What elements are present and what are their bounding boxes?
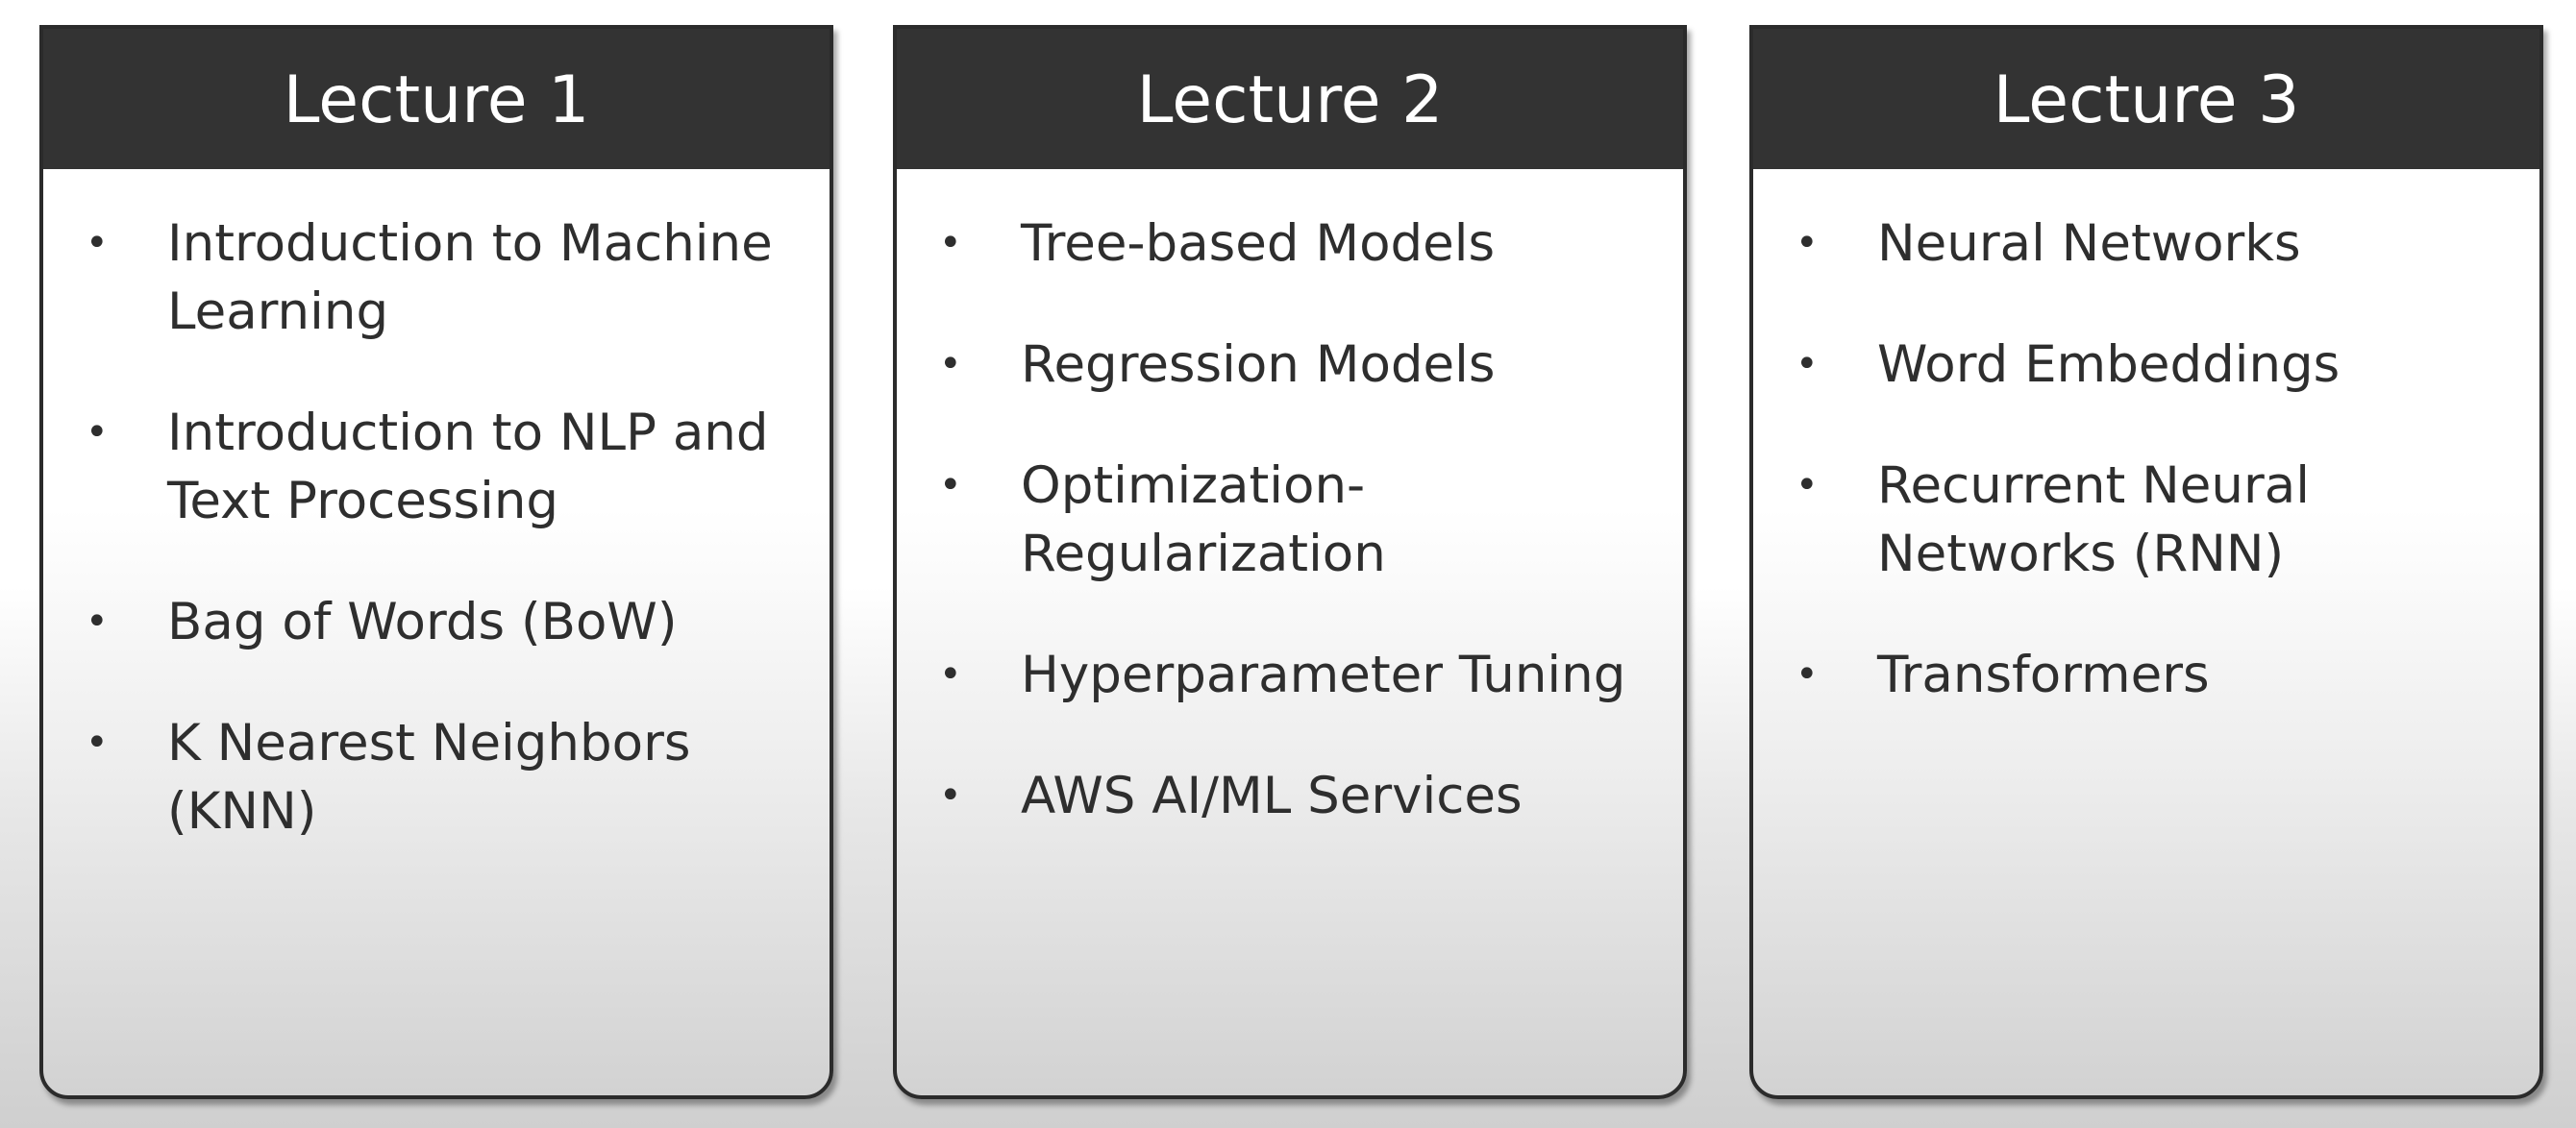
list-item: • Recurrent Neural Networks (RNN)	[1796, 452, 2520, 588]
bullet-dot-icon: •	[1796, 221, 1819, 265]
list-item: • Hyperparameter Tuning	[939, 641, 1664, 709]
list-item: • Regression Models	[939, 331, 1664, 399]
list-item: • Word Embeddings	[1796, 331, 2520, 399]
list-item: • Bag of Words (BoW)	[86, 588, 810, 656]
lecture-title: Lecture 3	[1753, 29, 2539, 169]
topic-text: Neural Networks	[1877, 214, 2301, 273]
bullet-dot-icon: •	[939, 773, 962, 818]
topic-list: • Tree-based Models • Regression Models …	[897, 169, 1683, 830]
topic-text: Transformers	[1877, 646, 2210, 704]
topic-text: K Nearest Neighbors (KNN)	[167, 714, 691, 841]
topic-text: Recurrent Neural Networks (RNN)	[1877, 456, 2310, 583]
topic-text: AWS AI/ML Services	[1021, 767, 1523, 825]
list-item: • Transformers	[1796, 641, 2520, 709]
bullet-dot-icon: •	[86, 721, 109, 765]
bullet-dot-icon: •	[1796, 342, 1819, 386]
bullet-dot-icon: •	[1796, 463, 1819, 507]
list-item: • K Nearest Neighbors (KNN)	[86, 709, 810, 846]
topic-text: Word Embeddings	[1877, 335, 2341, 394]
list-item: • Introduction to Machine Learning	[86, 209, 810, 346]
lecture-card-1: Lecture 1 • Introduction to Machine Lear…	[39, 25, 833, 1099]
list-item: • AWS AI/ML Services	[939, 762, 1664, 830]
bullet-dot-icon: •	[1796, 652, 1819, 697]
list-item: • Neural Networks	[1796, 209, 2520, 278]
topic-list: • Introduction to Machine Learning • Int…	[43, 169, 830, 846]
topic-text: Regression Models	[1021, 335, 1496, 394]
list-item: • Optimization-Regularization	[939, 452, 1664, 588]
list-item: • Tree-based Models	[939, 209, 1664, 278]
lecture-title: Lecture 1	[43, 29, 830, 169]
lecture-title: Lecture 2	[897, 29, 1683, 169]
topic-text: Bag of Words (BoW)	[167, 593, 678, 651]
bullet-dot-icon: •	[939, 221, 962, 265]
topic-text: Introduction to Machine Learning	[167, 214, 773, 341]
bullet-dot-icon: •	[939, 463, 962, 507]
list-item: • Introduction to NLP and Text Processin…	[86, 399, 810, 535]
bullet-dot-icon: •	[939, 652, 962, 697]
bullet-dot-icon: •	[86, 221, 109, 265]
lecture-card-3: Lecture 3 • Neural Networks • Word Embed…	[1749, 25, 2543, 1099]
topic-text: Tree-based Models	[1021, 214, 1496, 273]
topic-text: Hyperparameter Tuning	[1021, 646, 1626, 704]
lecture-card-2: Lecture 2 • Tree-based Models • Regressi…	[893, 25, 1687, 1099]
bullet-dot-icon: •	[86, 410, 109, 454]
topic-text: Introduction to NLP and Text Processing	[167, 404, 769, 530]
topic-list: • Neural Networks • Word Embeddings • Re…	[1753, 169, 2539, 709]
bullet-dot-icon: •	[939, 342, 962, 386]
topic-text: Optimization-Regularization	[1021, 456, 1386, 583]
bullet-dot-icon: •	[86, 600, 109, 644]
